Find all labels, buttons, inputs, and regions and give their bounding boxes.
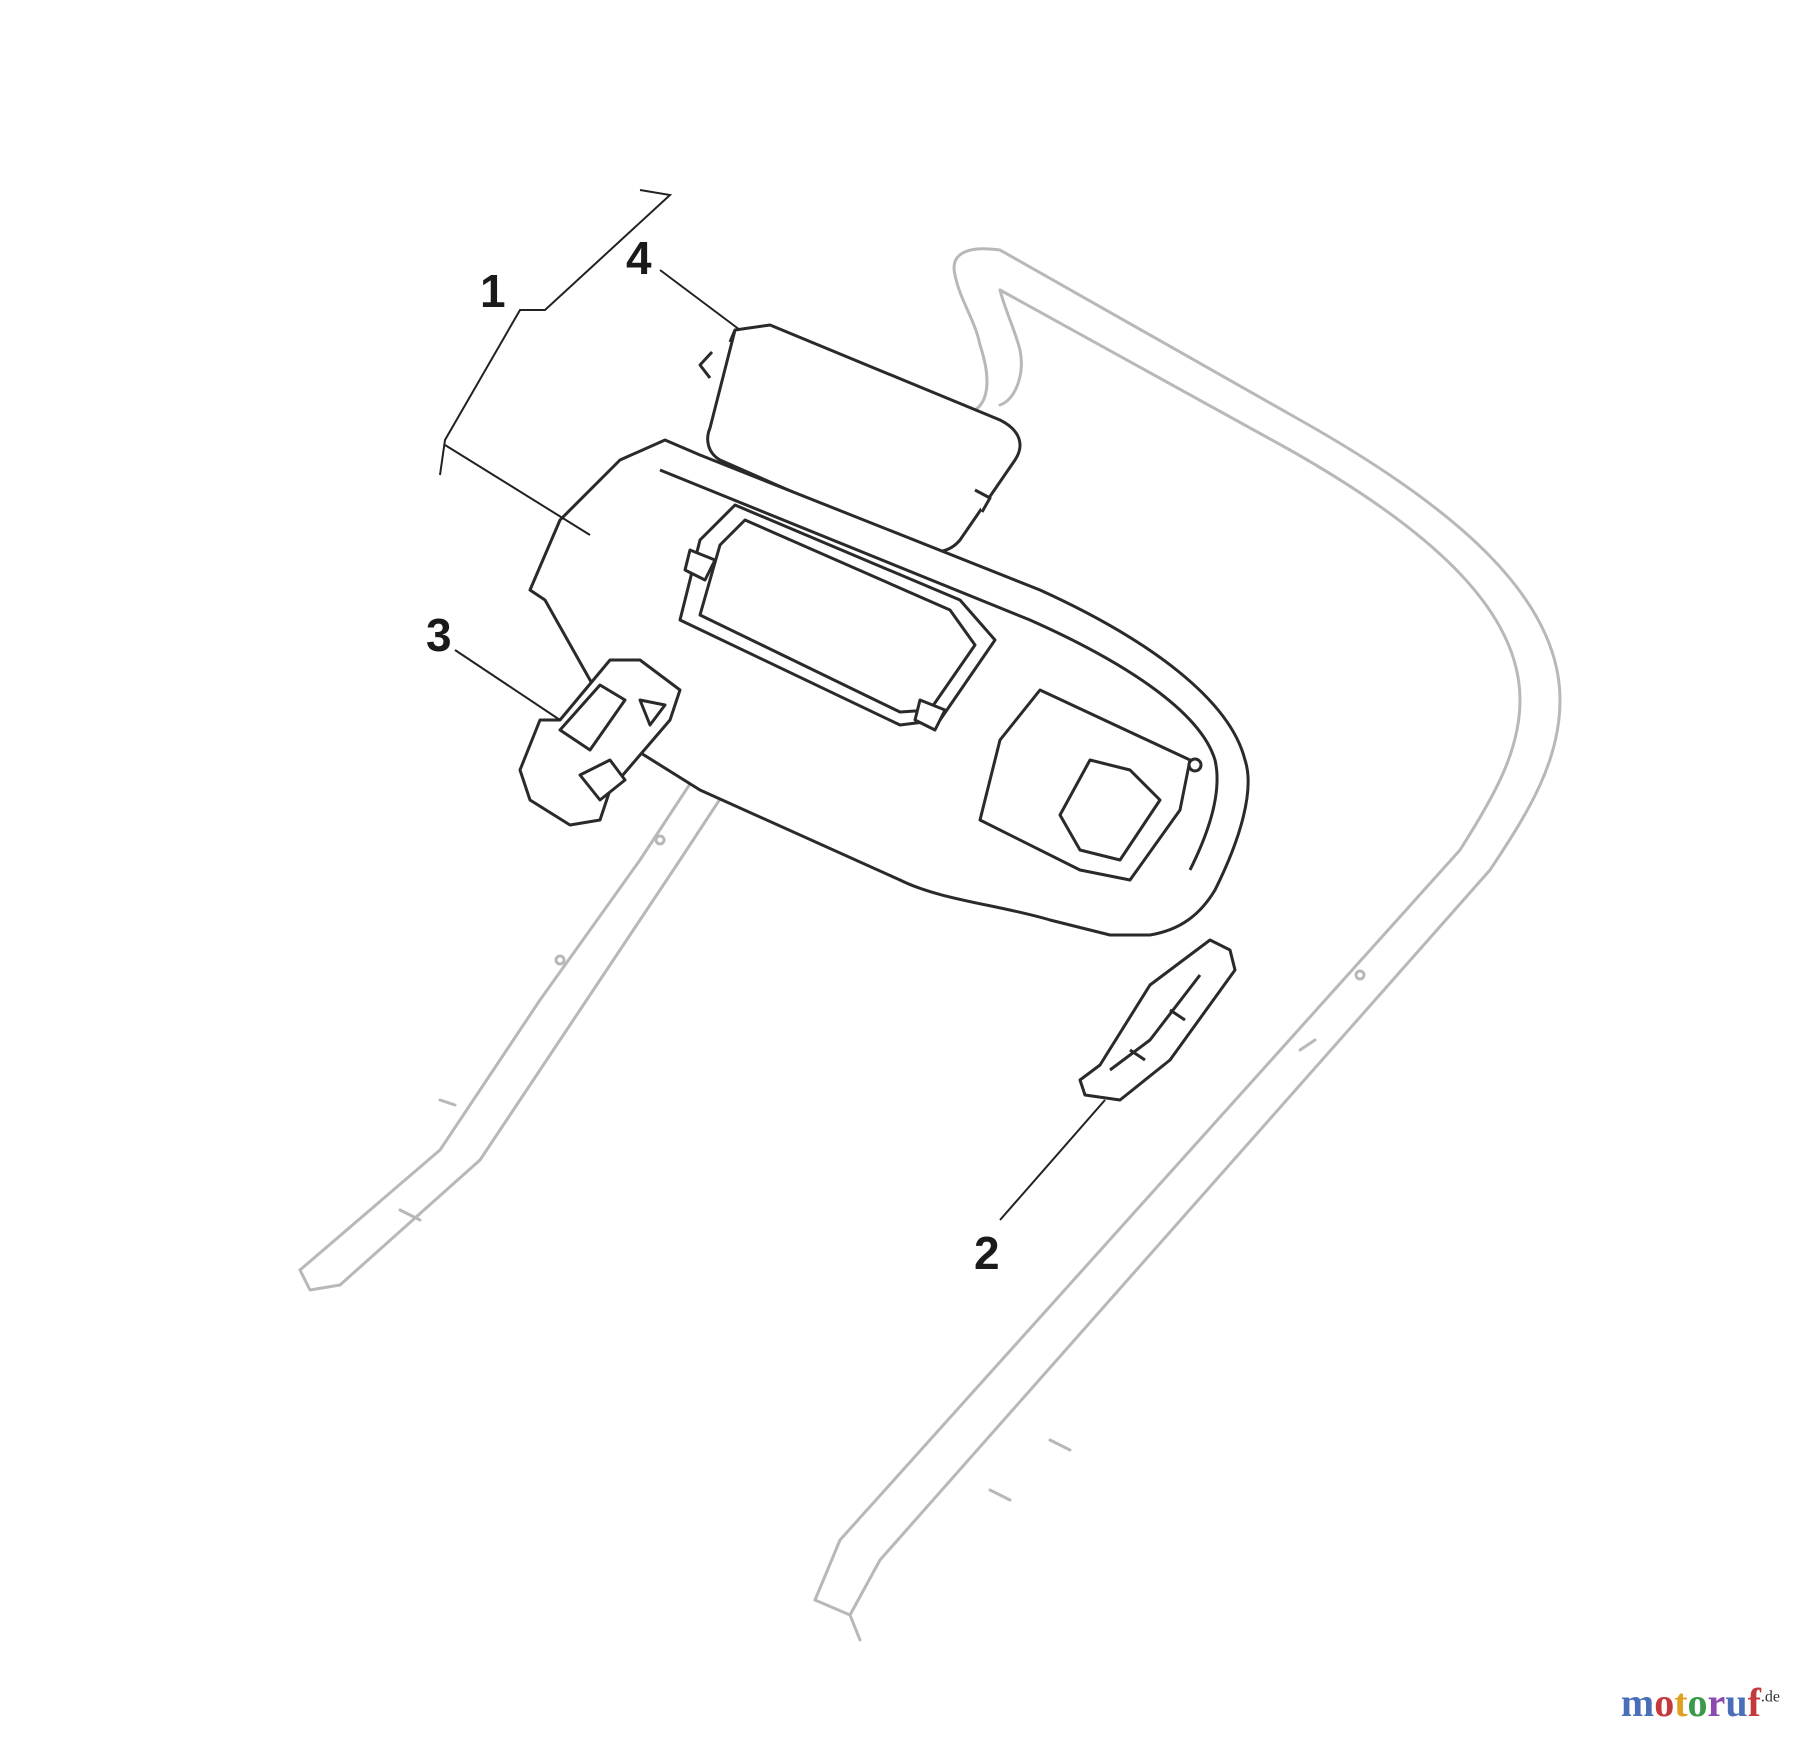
callout-1: 1: [480, 265, 506, 317]
watermark-logo: motoruf.de: [1621, 1683, 1780, 1723]
part-1-console: [528, 438, 1250, 937]
leader-4: [659, 269, 741, 331]
leader-3: [454, 649, 561, 721]
callout-4: 4: [626, 232, 652, 284]
leader-2: [999, 1099, 1106, 1221]
group-bracket: [439, 189, 673, 476]
callout-2: 2: [974, 1227, 1000, 1279]
callout-3: 3: [426, 609, 452, 661]
leader-lines: [444, 269, 1106, 1221]
part-4-cover: [698, 323, 1022, 554]
leader-1: [444, 444, 591, 536]
watermark-tld: .de: [1760, 1688, 1780, 1706]
part-3-lever: [518, 658, 682, 827]
part-2-clip: [1078, 938, 1237, 1102]
watermark-brand: motoruf: [1620, 1680, 1761, 1725]
